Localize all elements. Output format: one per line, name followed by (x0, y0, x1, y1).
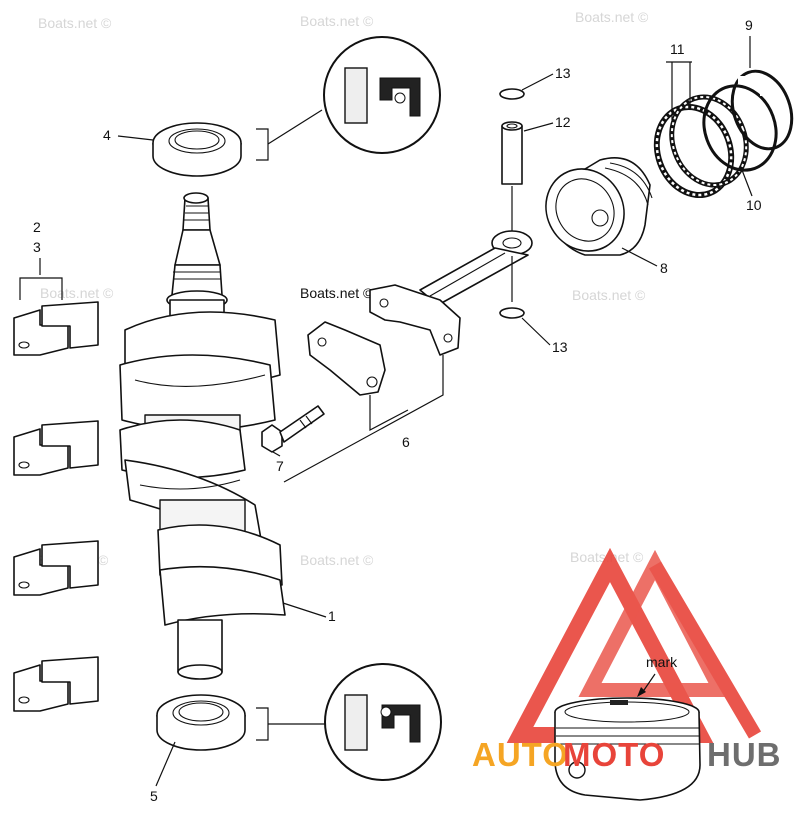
logo-text-moto: MOTO (563, 736, 665, 773)
leader-line (117, 135, 154, 141)
piston-pin (501, 121, 523, 185)
callout-8: 8 (660, 260, 668, 276)
piston-rings (653, 69, 794, 199)
watermark: Boats.net © (40, 285, 114, 301)
watermarks: Boats.net © Boats.net © Boats.net © Boat… (35, 9, 649, 568)
callout-10: 10 (746, 197, 762, 213)
callout-2: 2 (33, 219, 41, 235)
bracket (19, 258, 63, 300)
main-bearing-2 (13, 420, 99, 476)
callout-1: 1 (328, 608, 336, 624)
leader-line (641, 673, 656, 694)
logo-text-auto: AUTO (472, 736, 569, 773)
mark-label: mark (646, 654, 678, 670)
watermark: Boats.net © (575, 9, 649, 25)
piston-pin-clip-lower (499, 307, 525, 319)
piston-mark-detail (554, 697, 701, 801)
callout-4: 4 (103, 127, 111, 143)
oil-seal-lower (156, 694, 246, 751)
main-bearing-3 (13, 540, 99, 596)
callout-11: 11 (670, 41, 685, 57)
main-bearing-4 (13, 656, 99, 712)
bracket (666, 61, 692, 120)
callout-6: 6 (402, 434, 410, 450)
connecting-rod (369, 230, 533, 356)
callout-3: 3 (33, 239, 41, 255)
callout-7: 7 (276, 458, 284, 474)
callout-9: 9 (745, 17, 753, 33)
leader-line (521, 73, 554, 91)
oil-seal-upper (152, 122, 242, 177)
watermark: Boats.net © (300, 552, 374, 568)
leader-line (523, 122, 554, 132)
bracket (256, 128, 269, 161)
watermark: Boats.net © (300, 13, 374, 29)
connecting-rod-bolt (261, 405, 325, 453)
connecting-rod-cap (307, 321, 386, 396)
callout-13-lower: 13 (552, 339, 568, 355)
bracket (256, 707, 269, 741)
callout-13-upper: 13 (555, 65, 571, 81)
leader-line (741, 169, 753, 197)
watermark: Boats.net © (38, 15, 112, 31)
leader-line (282, 602, 327, 618)
leader-line (155, 741, 176, 787)
watermark: Boats.net © (572, 287, 646, 303)
seal-detail-inset-upper (323, 36, 441, 154)
seal-detail-inset-lower (324, 663, 442, 781)
callout-12: 12 (555, 114, 571, 130)
logo-text-hub: HUB (707, 736, 782, 773)
watermark-dark: Boats.net © (300, 285, 374, 301)
crankshaft (119, 192, 286, 680)
bracket (283, 355, 444, 483)
arrow-head (637, 687, 646, 697)
automotohub-wordmark: AUTO MOTO HUB (472, 736, 782, 773)
leader-line (272, 451, 281, 457)
leader-line (267, 109, 323, 145)
leader-line (621, 247, 658, 267)
callout-5: 5 (150, 788, 158, 804)
piston-pin-clip-upper (499, 88, 525, 100)
piston (545, 156, 653, 256)
leader-line (521, 317, 551, 346)
main-bearing-1 (13, 301, 99, 356)
